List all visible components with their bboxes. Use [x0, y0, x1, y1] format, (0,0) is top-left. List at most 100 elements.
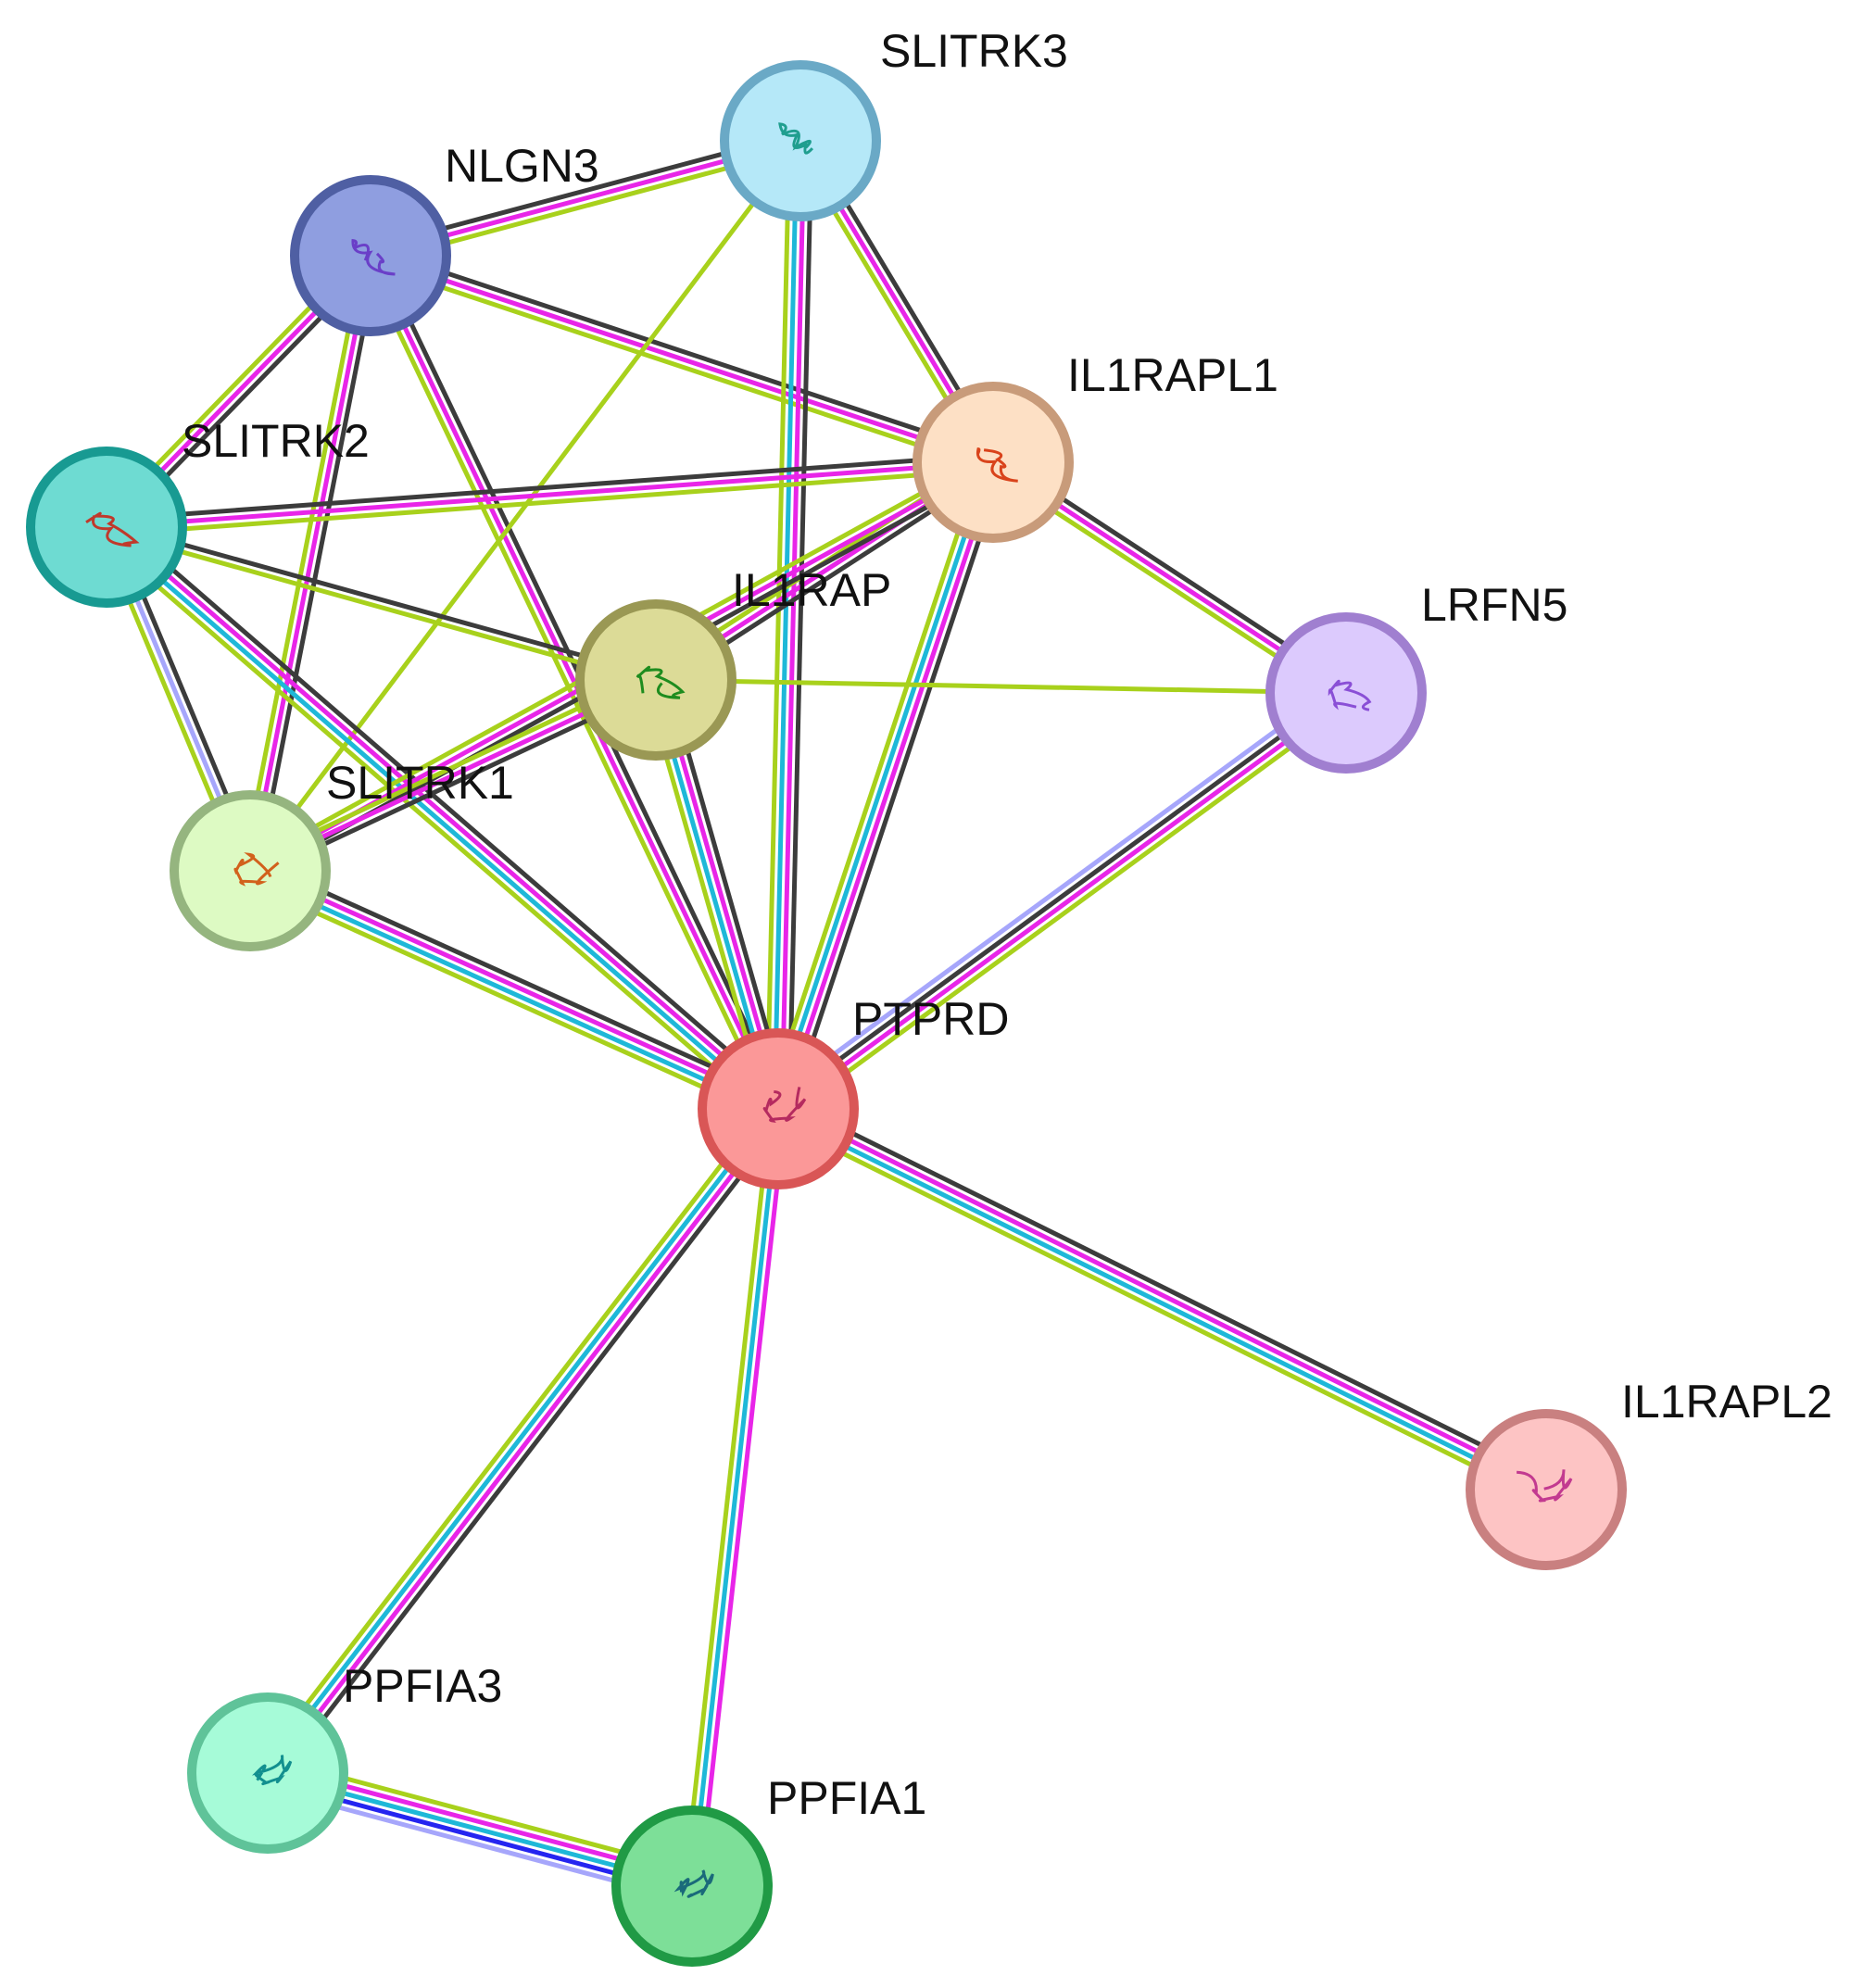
immunoglobulin-domain-structure-icon — [976, 447, 1018, 483]
structure-ribbon — [976, 447, 1018, 483]
beta-sheet-structure-icon — [636, 665, 686, 699]
leucine-rich-repeat-structure-icon — [778, 122, 814, 155]
node-label: SLITRK1 — [326, 757, 514, 809]
structure-ribbon — [351, 238, 396, 276]
node-il1rapl2[interactable]: IL1RAPL2 — [1466, 1376, 1832, 1570]
edge-ptprd-ppfia3[interactable] — [257, 1101, 789, 1781]
edge-nlgn3-il1rapl1[interactable] — [367, 246, 997, 472]
structure-ribbon — [252, 1755, 293, 1786]
node-lrfn5[interactable]: LRFN5 — [1265, 579, 1567, 774]
edge-evidence-experiments — [779, 141, 807, 1110]
edge-evidence-textmining — [257, 1101, 772, 1768]
edge-evidence-databases — [772, 459, 992, 1109]
phosphatase-structure-icon — [762, 1087, 807, 1123]
edge-ptprd-ppfia1[interactable] — [682, 1107, 788, 1888]
node-circle[interactable] — [698, 1028, 859, 1189]
edge-evidence-experiments — [107, 522, 783, 1108]
node-circle[interactable] — [26, 447, 187, 608]
edge-evidence-databases — [775, 1110, 1546, 1495]
node-slitrk1[interactable]: SLITRK1 — [170, 757, 514, 951]
edge-evidence-textmining — [107, 467, 994, 537]
edge-evidence-textmining — [655, 677, 1347, 696]
protein-structure-icon — [233, 852, 280, 887]
node-il1rap[interactable]: IL1RAP — [575, 564, 891, 761]
node-label: SLITRK2 — [182, 415, 370, 467]
node-label: IL1RAP — [732, 564, 891, 616]
edge-nlgn3-slitrk1[interactable] — [240, 253, 381, 874]
edge-evidence-coexpression — [106, 452, 993, 522]
edge-il1rap-lrfn5[interactable] — [655, 677, 1347, 696]
structure-ribbon — [636, 665, 686, 699]
structure-ribbon — [778, 122, 814, 155]
node-il1rapl1[interactable]: IL1RAPL1 — [913, 349, 1278, 543]
edge-evidence-databases — [689, 1108, 781, 1887]
edge-evidence-textmining — [245, 878, 775, 1122]
node-ppfia3[interactable]: PPFIA3 — [187, 1660, 502, 1854]
edge-slitrk3-ptprd[interactable] — [764, 140, 814, 1110]
edge-evidence-experiments — [250, 865, 781, 1108]
node-circle[interactable] — [187, 1692, 348, 1854]
edge-slitrk1-ptprd[interactable] — [245, 858, 784, 1122]
node-ppfia1[interactable]: PPFIA1 — [611, 1772, 926, 1967]
node-label: PPFIA3 — [343, 1660, 502, 1712]
edge-evidence-coexpression — [253, 858, 784, 1101]
node-slitrk3[interactable]: SLITRK3 — [720, 25, 1068, 221]
helical-domain-structure-icon — [1516, 1469, 1573, 1503]
node-circle[interactable] — [290, 175, 451, 336]
node-circle[interactable] — [1265, 612, 1427, 774]
edge-evidence-coexpression — [774, 687, 1346, 1108]
structure-ribbon — [1516, 1469, 1573, 1503]
edge-evidence-coexpression — [274, 1114, 789, 1781]
edge-evidence-coexpression — [371, 246, 997, 458]
node-slitrk2[interactable]: SLITRK2 — [26, 415, 370, 608]
coiled-coil-structure-icon — [673, 1869, 714, 1898]
coiled-coil-structure-icon — [252, 1755, 293, 1786]
edge-evidence-homology — [770, 682, 1341, 1102]
edge-evidence-coexpression — [107, 521, 658, 679]
protein-structure-icon — [85, 511, 140, 547]
edge-evidence-databases — [247, 872, 778, 1114]
edge-evidence-experiments — [778, 694, 1350, 1114]
edge-lrfn5-ptprd[interactable] — [770, 682, 1354, 1120]
node-label: NLGN3 — [445, 140, 599, 192]
edge-evidence-experiments — [697, 1109, 788, 1888]
edge-evidence-experiments — [778, 1103, 1549, 1489]
edge-slitrk2-il1rap[interactable] — [105, 521, 658, 686]
edge-evidence-textmining — [764, 140, 792, 1109]
node-label: LRFN5 — [1421, 579, 1567, 631]
edge-evidence-coexpression — [787, 464, 1006, 1114]
structure-ribbon — [762, 1087, 807, 1123]
node-nlgn3[interactable]: NLGN3 — [290, 140, 599, 336]
node-label: PTPRD — [852, 993, 1009, 1045]
edge-evidence-textmining — [105, 528, 656, 686]
edge-evidence-databases — [262, 1105, 777, 1773]
edge-evidence-textmining — [772, 1116, 1542, 1502]
edge-evidence-coexpression — [112, 517, 787, 1102]
node-label: PPFIA1 — [767, 1772, 926, 1824]
node-circle[interactable] — [720, 60, 881, 221]
edge-ptprd-il1rapl2[interactable] — [772, 1097, 1553, 1502]
node-ptprd[interactable]: PTPRD — [698, 993, 1009, 1189]
alpha-beta-hydrolase-structure-icon — [351, 238, 396, 276]
edge-slitrk2-il1rapl1[interactable] — [106, 452, 994, 537]
node-circle[interactable] — [611, 1806, 773, 1967]
node-circle[interactable] — [575, 599, 736, 761]
edge-evidence-textmining — [682, 1107, 774, 1886]
edge-evidence-experiments — [269, 1109, 784, 1777]
node-label: IL1RAPL2 — [1621, 1376, 1832, 1428]
structure-ribbon — [1328, 679, 1372, 711]
edge-evidence-databases — [772, 140, 799, 1109]
node-circle[interactable] — [170, 790, 331, 951]
edge-evidence-textmining — [97, 534, 773, 1119]
edge-il1rapl1-ptprd[interactable] — [765, 458, 1006, 1114]
edge-evidence-coexpression — [787, 141, 814, 1110]
edge-slitrk2-ptprd[interactable] — [97, 517, 787, 1119]
edge-evidence-textmining — [240, 253, 366, 870]
leucine-rich-repeat-structure-icon — [1328, 679, 1372, 711]
edge-evidence-experiments — [247, 255, 373, 872]
structure-ribbon — [85, 511, 140, 547]
edge-evidence-textmining — [367, 260, 992, 472]
edge-evidence-experiments — [779, 462, 1000, 1112]
